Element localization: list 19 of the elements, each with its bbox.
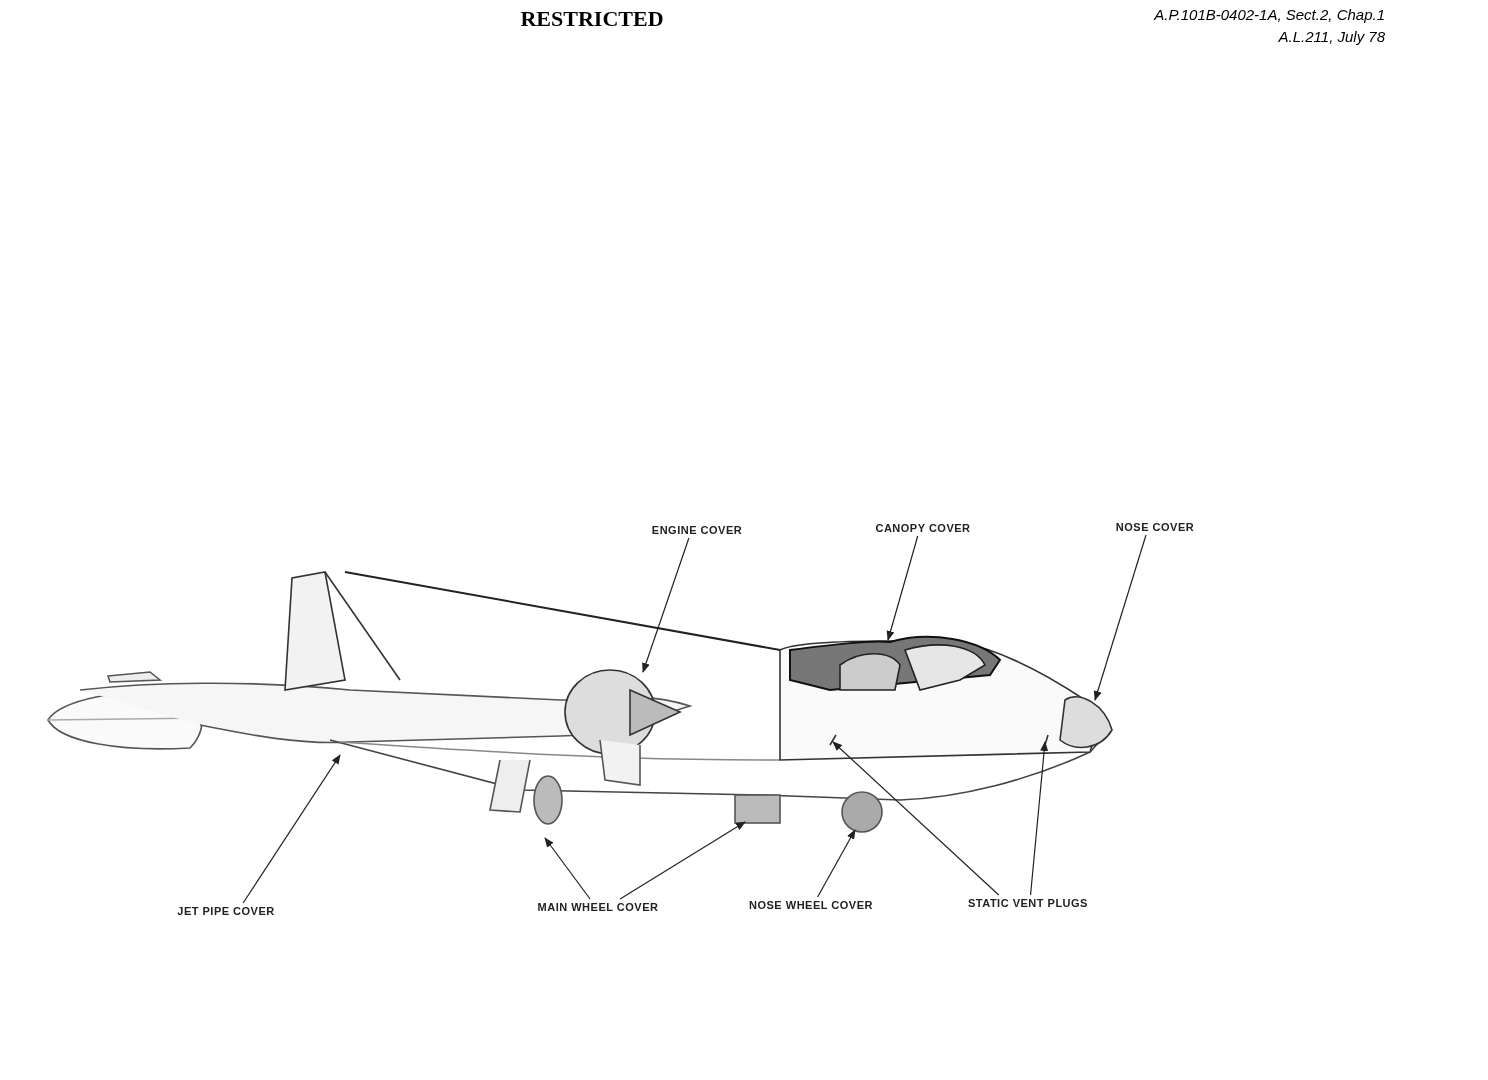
leader-line (1029, 741, 1049, 896)
callout-label: NOSE COVER (1115, 521, 1195, 533)
leader-line (619, 821, 746, 900)
callout-label: NOSE WHEEL COVER (749, 899, 873, 911)
document-reference: A.P.101B-0402-1A, Sect.2, Chap.1 (1154, 6, 1385, 23)
leader-line (817, 829, 856, 898)
document-reference: A.L.211, July 78 (1278, 28, 1385, 45)
callout-label: CANOPY COVER (875, 522, 971, 534)
callout-label: ENGINE COVER (651, 524, 743, 536)
callout-label: MAIN WHEEL COVER (537, 901, 659, 913)
leader-line (1093, 534, 1147, 701)
leader-line (832, 741, 1000, 896)
leader-line (242, 754, 341, 904)
callout-label: JET PIPE COVER (177, 905, 275, 917)
callout-label: STATIC VENT PLUGS (968, 897, 1088, 909)
leader-line (544, 837, 591, 900)
leader-line (886, 535, 919, 641)
leader-line (642, 537, 690, 673)
classification-heading: RESTRICTED (520, 6, 664, 32)
